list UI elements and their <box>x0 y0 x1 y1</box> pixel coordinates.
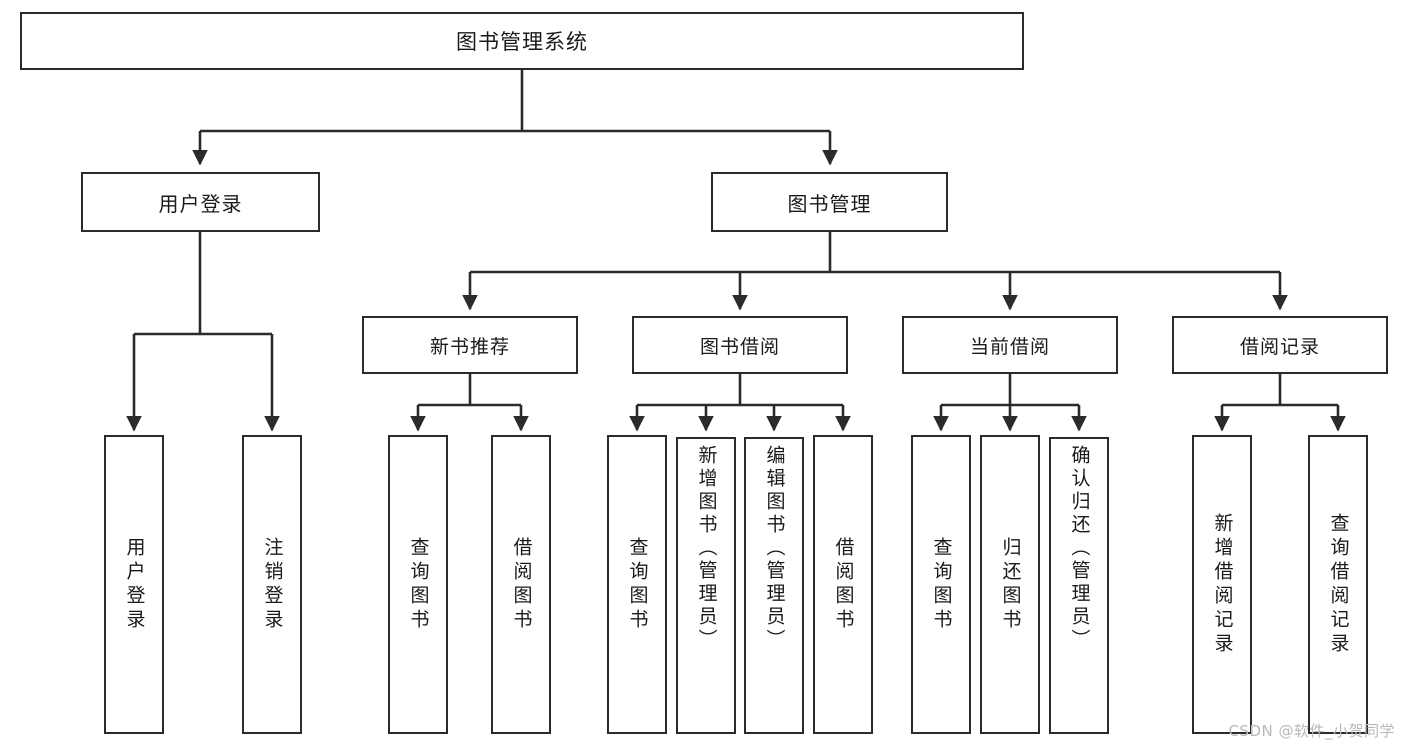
leaf-user-login-signin[interactable]: 用户登录 <box>104 435 164 734</box>
leaf-label: 查询图书 <box>930 536 953 633</box>
leaf-recommend-query-book[interactable]: 查询图书 <box>388 435 448 734</box>
leaf-borrow-borrow-book[interactable]: 借阅图书 <box>813 435 873 734</box>
leaf-label: 确认归还（管理员） <box>1068 445 1091 652</box>
node-root-system[interactable]: 图书管理系统 <box>20 12 1024 70</box>
node-user-login[interactable]: 用户登录 <box>81 172 320 232</box>
leaf-label: 新增图书（管理员） <box>695 445 718 652</box>
node-new-book-recommend[interactable]: 新书推荐 <box>362 316 578 374</box>
leaf-current-return-book[interactable]: 归还图书 <box>980 435 1040 734</box>
leaf-borrow-edit-book-admin[interactable]: 编辑图书（管理员） <box>744 437 804 734</box>
watermark: CSDN @软件_小贺同学 <box>1228 722 1395 740</box>
leaf-label: 用户登录 <box>123 536 146 633</box>
leaf-recommend-borrow-book[interactable]: 借阅图书 <box>491 435 551 734</box>
leaf-label: 查询借阅记录 <box>1327 512 1350 657</box>
leaf-user-login-signout[interactable]: 注销登录 <box>242 435 302 734</box>
leaf-label: 借阅图书 <box>832 536 855 633</box>
node-book-borrow[interactable]: 图书借阅 <box>632 316 848 374</box>
leaf-record-query-record[interactable]: 查询借阅记录 <box>1308 435 1368 734</box>
leaf-label: 编辑图书（管理员） <box>763 445 786 652</box>
node-borrow-record[interactable]: 借阅记录 <box>1172 316 1388 374</box>
leaf-label: 归还图书 <box>999 536 1022 633</box>
leaf-borrow-add-book-admin[interactable]: 新增图书（管理员） <box>676 437 736 734</box>
leaf-label: 查询图书 <box>407 536 430 633</box>
leaf-current-query-book[interactable]: 查询图书 <box>911 435 971 734</box>
leaf-label: 注销登录 <box>261 536 284 633</box>
leaf-label: 借阅图书 <box>510 536 533 633</box>
leaf-borrow-query-book[interactable]: 查询图书 <box>607 435 667 734</box>
node-current-borrow[interactable]: 当前借阅 <box>902 316 1118 374</box>
leaf-label: 查询图书 <box>626 536 649 633</box>
leaf-label: 新增借阅记录 <box>1211 512 1234 657</box>
leaf-current-confirm-return-admin[interactable]: 确认归还（管理员） <box>1049 437 1109 734</box>
node-book-management[interactable]: 图书管理 <box>711 172 948 232</box>
leaf-record-add-record[interactable]: 新增借阅记录 <box>1192 435 1252 734</box>
